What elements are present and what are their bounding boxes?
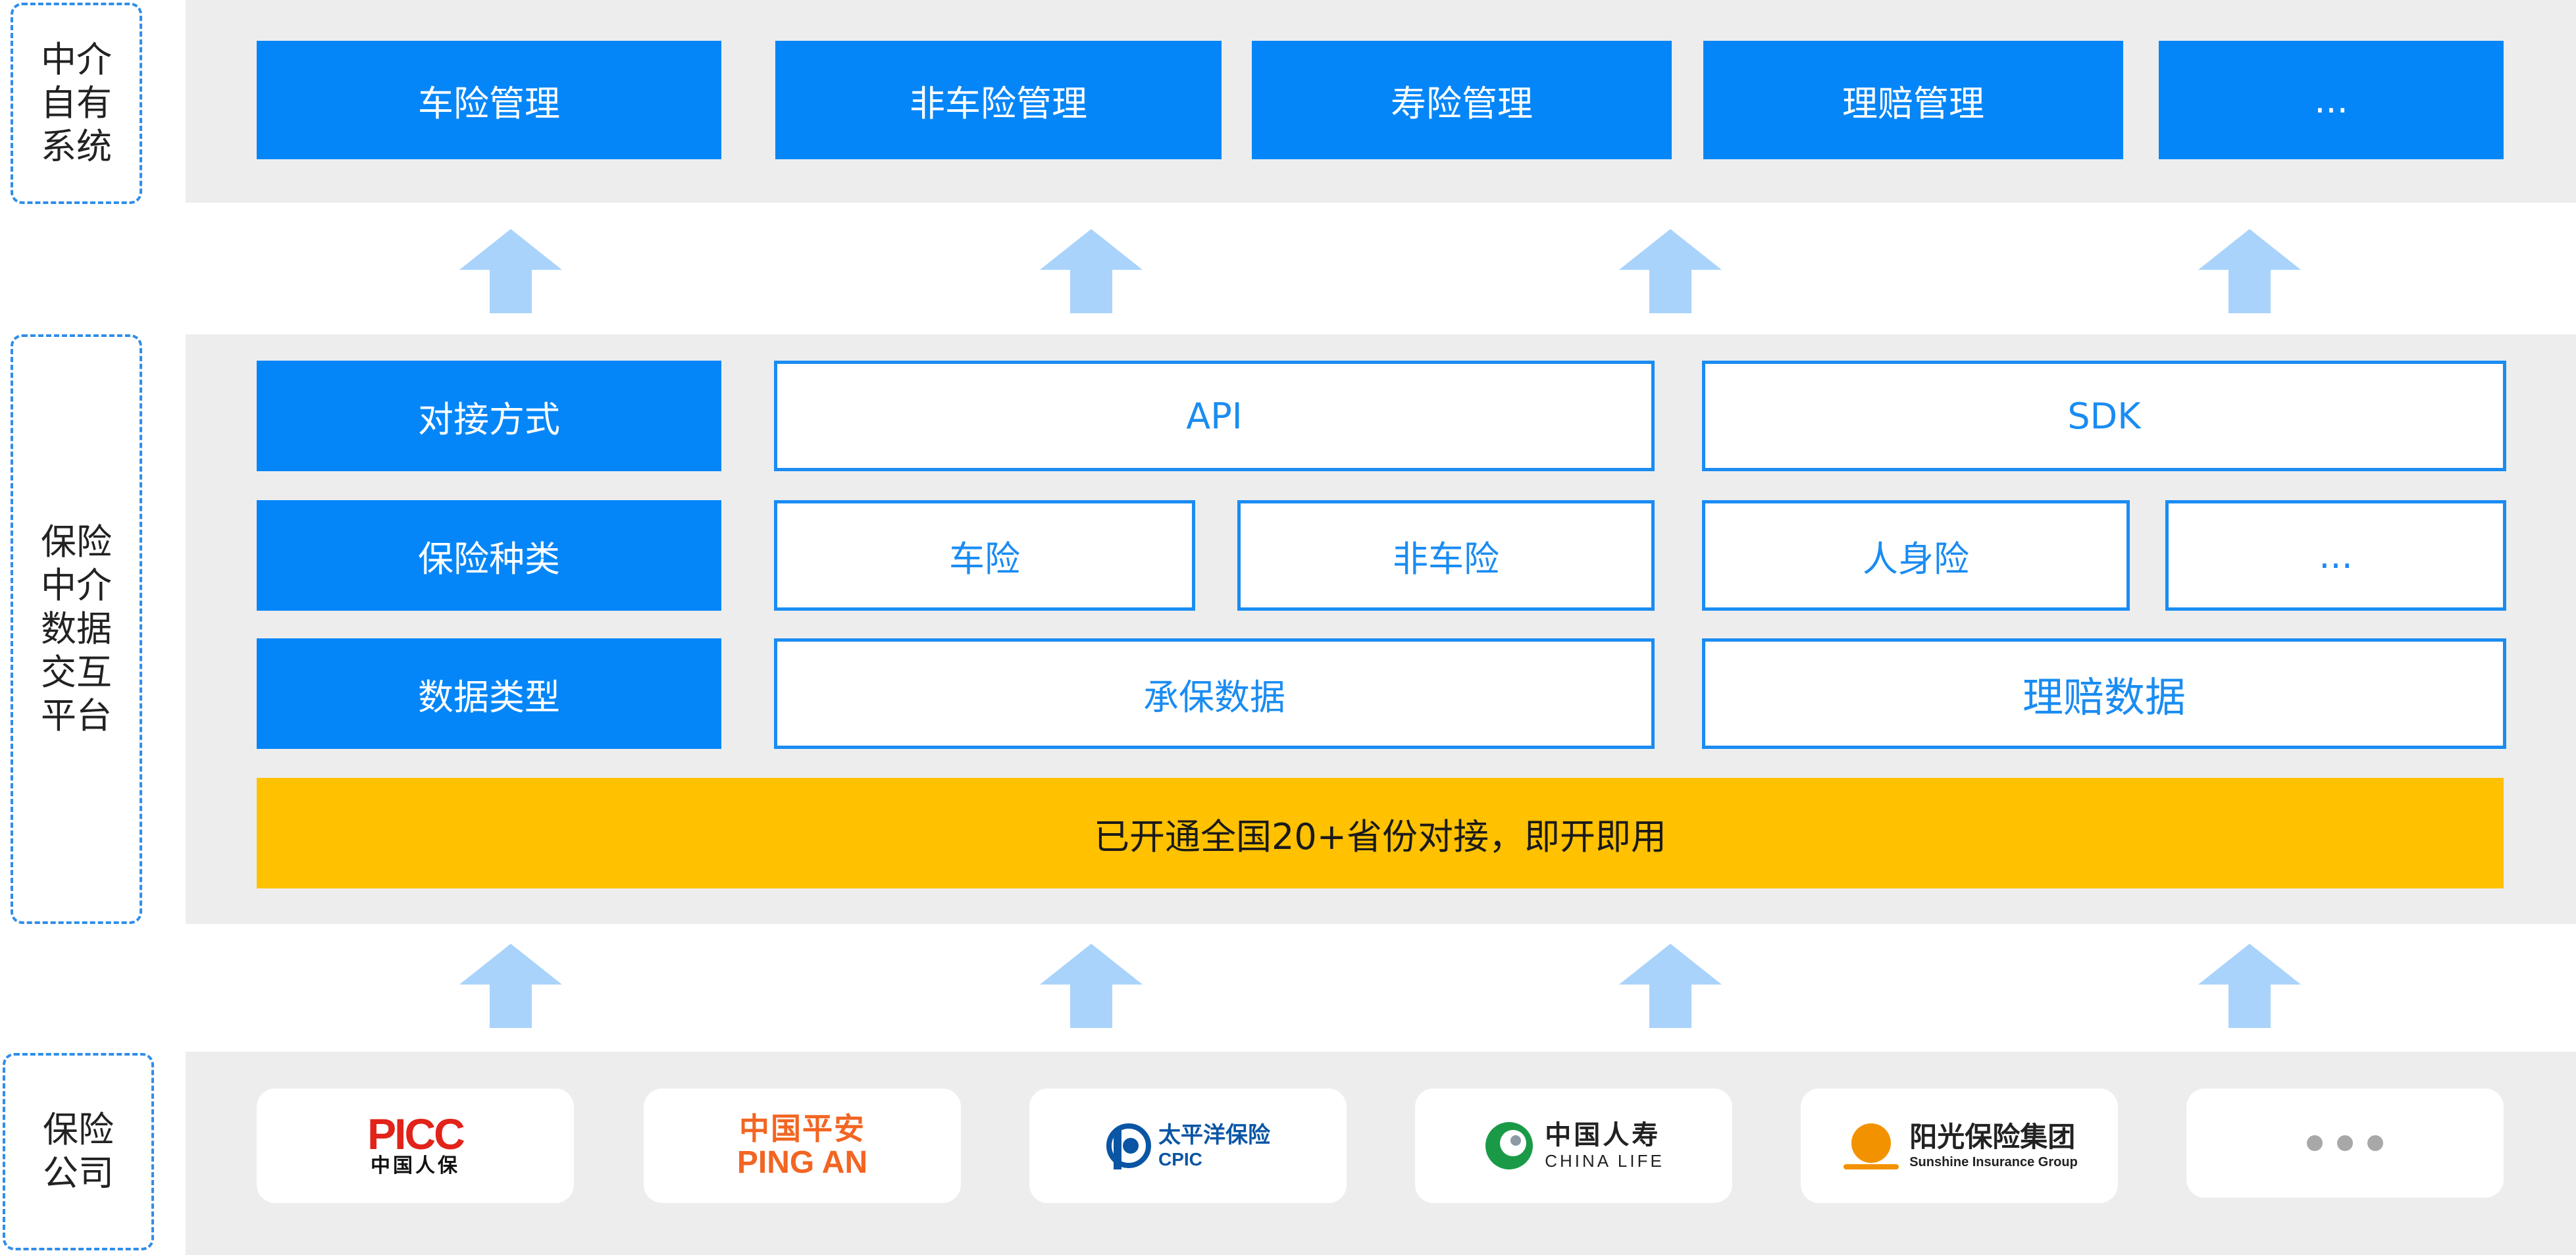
insurance-companies-band	[186, 1052, 2576, 1255]
sunshine-logo-en: Sunshine Insurance Group	[1909, 1155, 2078, 1169]
type-non-auto: 非车险	[1237, 500, 1655, 611]
data-underwriting: 承保数据	[774, 638, 1655, 749]
module-auto-insurance-mgmt: 车险管理	[257, 41, 721, 159]
up-arrow-icon	[1619, 944, 1722, 1028]
cpic-logo-en: CPIC	[1158, 1149, 1202, 1169]
cpic-logo-icon	[1106, 1123, 1151, 1169]
type-personal: 人身险	[1702, 500, 2130, 611]
type-more: ...	[2165, 500, 2506, 611]
company-card-pingan: 中国平安 PING AN	[644, 1089, 961, 1203]
module-life-insurance-mgmt: 寿险管理	[1252, 41, 1672, 159]
sunshine-logo-cn: 阳光保险集团	[1909, 1121, 2076, 1152]
up-arrow-icon	[1040, 229, 1143, 313]
chinalife-logo-icon	[1485, 1122, 1533, 1169]
module-non-auto-mgmt: 非车险管理	[775, 41, 1222, 159]
label-intermediary-system: 中介 自有 系统	[11, 3, 142, 204]
type-auto: 车险	[774, 500, 1195, 611]
up-arrow-icon	[2198, 944, 2301, 1028]
coverage-banner: 已开通全国20+省份对接，即开即用	[257, 778, 2504, 888]
data-claims: 理赔数据	[1702, 638, 2506, 749]
label-exchange-platform: 保险 中介 数据 交互 平台	[11, 334, 142, 924]
module-more: ...	[2159, 41, 2504, 159]
chinalife-logo-en: CHINA LIFE	[1545, 1151, 1664, 1171]
row-label-data-types: 数据类型	[257, 638, 721, 749]
module-claims-mgmt: 理赔管理	[1703, 41, 2123, 159]
row-label-integration: 对接方式	[257, 361, 721, 471]
pingan-logo-en: PING AN	[736, 1145, 868, 1180]
up-arrow-icon	[459, 229, 562, 313]
integration-api: API	[774, 361, 1655, 471]
up-arrow-icon	[2198, 229, 2301, 313]
up-arrow-icon	[1040, 944, 1143, 1028]
more-ellipsis-icon	[2307, 1135, 2383, 1151]
company-card-cpic: 太平洋保险 CPIC	[1029, 1089, 1347, 1203]
picc-logo-mark: PICC	[367, 1110, 465, 1158]
chinalife-logo-cn: 中国人寿	[1545, 1121, 1661, 1150]
sunshine-logo-icon	[1843, 1123, 1899, 1169]
cpic-logo-cn: 太平洋保险	[1158, 1123, 1270, 1148]
integration-sdk: SDK	[1702, 361, 2506, 471]
pingan-logo-cn: 中国平安	[739, 1112, 865, 1146]
company-card-more	[2186, 1089, 2504, 1198]
up-arrow-icon	[459, 944, 562, 1028]
company-card-picc: PICC 中国人保	[257, 1089, 574, 1203]
picc-logo-subtitle: 中国人保	[371, 1155, 460, 1177]
company-card-sunshine: 阳光保险集团 Sunshine Insurance Group	[1801, 1089, 2118, 1203]
row-label-insurance-types: 保险种类	[257, 500, 721, 611]
company-card-chinalife: 中国人寿 CHINA LIFE	[1415, 1089, 1732, 1203]
up-arrow-icon	[1619, 229, 1722, 313]
label-insurance-companies: 保险 公司	[3, 1053, 154, 1250]
